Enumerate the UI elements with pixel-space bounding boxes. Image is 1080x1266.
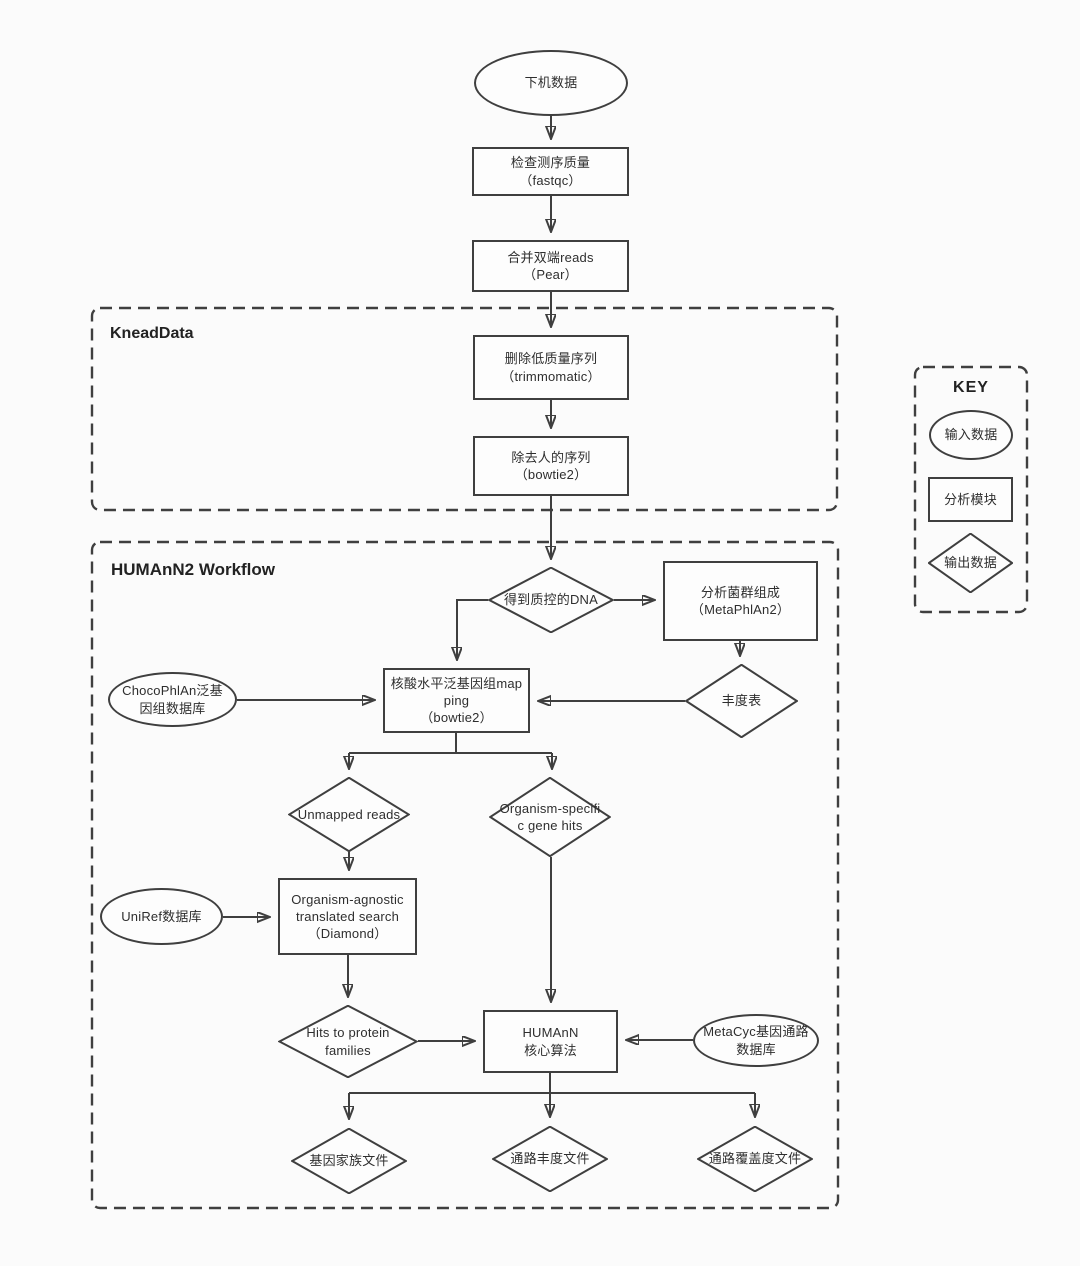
node-gene-family-file: 基因家族文件 bbox=[291, 1128, 407, 1194]
node-metacyc-db-line2: 数据库 bbox=[736, 1041, 776, 1057]
legend-input-label: 输入数据 bbox=[944, 427, 998, 443]
node-abundance-table: 丰度表 bbox=[685, 664, 798, 738]
node-uniref-db-label: UniRef数据库 bbox=[121, 908, 202, 924]
humann2-group-frame bbox=[90, 540, 840, 1210]
arrow-qcdna-to-mapping bbox=[457, 599, 488, 659]
diamond-shape bbox=[492, 1126, 608, 1192]
node-unmapped-reads: Unmapped reads bbox=[288, 777, 410, 852]
node-nt-mapping-tool: （bowtie2） bbox=[420, 710, 493, 726]
node-qc-dna-label: 得到质控的DNA bbox=[503, 592, 599, 608]
diamond-shape bbox=[489, 777, 611, 857]
node-pear: 合并双端reads （Pear） bbox=[472, 240, 629, 292]
legend-output-label: 输出数据 bbox=[944, 555, 997, 571]
node-uniref-db: UniRef数据库 bbox=[100, 888, 223, 945]
legend-input-sample: 输入数据 bbox=[929, 410, 1013, 460]
node-protein-hits-line1: Hits to protein bbox=[306, 1025, 390, 1041]
node-chocophlan-db-line2: 因组数据库 bbox=[139, 700, 206, 716]
node-pathway-coverage-file: 通路覆盖度文件 bbox=[697, 1126, 813, 1192]
node-raw-data: 下机数据 bbox=[474, 50, 628, 116]
node-humann-core-line1: HUMAnN bbox=[522, 1025, 579, 1041]
node-remove-human-tool: （bowtie2） bbox=[514, 467, 588, 482]
diamond-shape bbox=[928, 533, 1013, 593]
kneaddata-group-frame bbox=[90, 306, 839, 512]
node-raw-data-label: 下机数据 bbox=[524, 75, 578, 91]
node-org-agnostic-line1: Organism-agnostic bbox=[291, 891, 404, 907]
node-org-specific-hits-line2: c gene hits bbox=[517, 818, 583, 833]
node-chocophlan-db: ChocoPhlAn泛基 因组数据库 bbox=[108, 672, 237, 727]
legend-output-sample: 输出数据 bbox=[928, 533, 1013, 593]
node-fastqc: 检查测序质量 （fastqc） bbox=[472, 147, 629, 196]
node-org-specific-hits: Organism-specifi c gene hits bbox=[489, 777, 611, 857]
node-trimmomatic: 删除低质量序列 （trimmomatic） bbox=[473, 335, 629, 400]
node-metaphlan2: 分析菌群组成 （MetaPhlAn2） bbox=[663, 561, 818, 641]
node-org-agnostic-line2: translated search bbox=[295, 908, 400, 924]
node-pear-tool: （Pear） bbox=[523, 267, 578, 282]
node-gene-family-file-label: 基因家族文件 bbox=[309, 1153, 389, 1169]
line-humann-split bbox=[349, 1073, 755, 1094]
diamond-shape bbox=[291, 1128, 407, 1194]
node-nt-mapping: 核酸水平泛基因组map ping （bowtie2） bbox=[383, 668, 530, 733]
node-humann-core-line2: 核心算法 bbox=[524, 1042, 577, 1058]
node-nt-mapping-line1: 核酸水平泛基因组map bbox=[390, 675, 523, 691]
node-fastqc-label: 检查测序质量 bbox=[510, 155, 591, 171]
node-metacyc-db-line1: MetaCyc基因通路 bbox=[703, 1024, 809, 1040]
node-org-specific-hits-line1: Organism-specifi bbox=[499, 800, 601, 816]
node-metaphlan2-tool: （MetaPhlAn2） bbox=[690, 602, 791, 617]
legend-module-sample: 分析模块 bbox=[928, 477, 1013, 522]
node-metacyc-db: MetaCyc基因通路 数据库 bbox=[693, 1014, 819, 1067]
diamond-shape bbox=[697, 1126, 813, 1192]
key-legend-title: KEY bbox=[953, 379, 989, 396]
node-nt-mapping-line2: ping bbox=[443, 692, 470, 708]
legend-module-label: 分析模块 bbox=[944, 491, 997, 507]
node-org-agnostic-tool: （Diamond） bbox=[307, 926, 388, 942]
node-pathway-coverage-file-label: 通路覆盖度文件 bbox=[708, 1151, 802, 1167]
node-humann-core: HUMAnN 核心算法 bbox=[483, 1010, 618, 1073]
node-org-agnostic-search: Organism-agnostic translated search （Dia… bbox=[278, 878, 417, 955]
node-remove-human: 除去人的序列 （bowtie2） bbox=[473, 436, 629, 496]
node-chocophlan-db-line1: ChocoPhlAn泛基 bbox=[122, 683, 223, 699]
diamond-shape bbox=[685, 664, 798, 738]
diamond-shape bbox=[288, 777, 410, 852]
diamond-shape bbox=[278, 1005, 418, 1078]
humann2-group-label: HUMAnN2 Workflow bbox=[111, 560, 276, 579]
line-mapping-split bbox=[349, 733, 552, 754]
node-unmapped-reads-label: Unmapped reads bbox=[297, 806, 401, 822]
node-remove-human-label: 除去人的序列 bbox=[511, 449, 591, 465]
node-metaphlan2-label: 分析菌群组成 bbox=[700, 584, 781, 600]
diamond-shape bbox=[488, 567, 614, 633]
node-trimmomatic-tool: （trimmomatic） bbox=[501, 368, 601, 384]
node-protein-hits: Hits to protein families bbox=[278, 1005, 418, 1078]
node-abundance-table-label: 丰度表 bbox=[721, 693, 762, 709]
node-qc-dna: 得到质控的DNA bbox=[488, 567, 614, 633]
node-pathway-abundance-file-label: 通路丰度文件 bbox=[510, 1151, 590, 1167]
node-pear-label: 合并双端reads bbox=[507, 249, 594, 265]
node-fastqc-tool: （fastqc） bbox=[519, 172, 582, 188]
node-protein-hits-line2: families bbox=[325, 1042, 371, 1058]
kneaddata-group-label: KneadData bbox=[110, 325, 194, 342]
node-trimmomatic-label: 删除低质量序列 bbox=[504, 351, 598, 367]
node-pathway-abundance-file: 通路丰度文件 bbox=[492, 1126, 608, 1192]
key-legend-frame bbox=[913, 365, 1029, 614]
